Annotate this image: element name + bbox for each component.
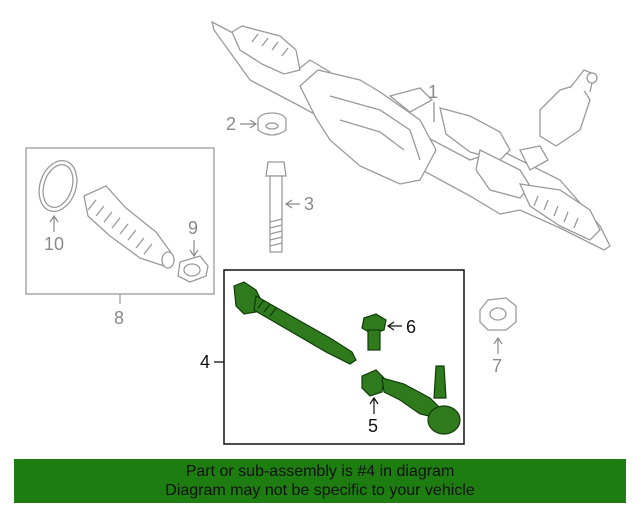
callout-label-7: 7 — [492, 356, 502, 376]
banner-line-2: Diagram may not be specific to your vehi… — [165, 482, 475, 499]
callout-label-10: 10 — [44, 234, 64, 254]
callout-arrow-3 — [284, 199, 300, 209]
callout-label-1: 1 — [428, 82, 438, 102]
banner-line-1: Part or sub-assembly is #4 in diagram — [185, 463, 455, 480]
callout-label-6: 6 — [406, 317, 416, 337]
callout-label-4: 4 — [200, 352, 210, 372]
callout-arrow-7 — [493, 336, 503, 354]
callout-arrow-5 — [369, 396, 379, 414]
bushing-part-2[interactable] — [257, 112, 287, 136]
bolt-part-6[interactable] — [361, 313, 387, 351]
bolt-part-3[interactable] — [265, 161, 287, 253]
callout-arrow-6 — [386, 321, 402, 331]
callout-label-9: 9 — [188, 218, 198, 238]
ring-part-10[interactable] — [33, 156, 83, 217]
clamp-part-9[interactable] — [177, 255, 209, 283]
callout-label-5: 5 — [368, 416, 378, 436]
callout-arrow-9 — [189, 240, 199, 258]
callout-label-3: 3 — [304, 194, 314, 214]
steering-rack-assembly[interactable] — [211, 20, 611, 251]
callout-arrow-2 — [240, 119, 258, 129]
inner-tie-rod[interactable] — [233, 281, 357, 365]
tie-rod-end-part-5[interactable] — [361, 365, 461, 435]
nut-part-7[interactable] — [479, 297, 517, 331]
info-banner: Part or sub-assembly is #4 in diagram Di… — [14, 459, 626, 503]
steering-boot[interactable] — [83, 185, 175, 269]
callout-label-2: 2 — [226, 114, 236, 134]
callout-label-8: 8 — [114, 308, 124, 328]
callout-arrow-10 — [49, 214, 59, 232]
